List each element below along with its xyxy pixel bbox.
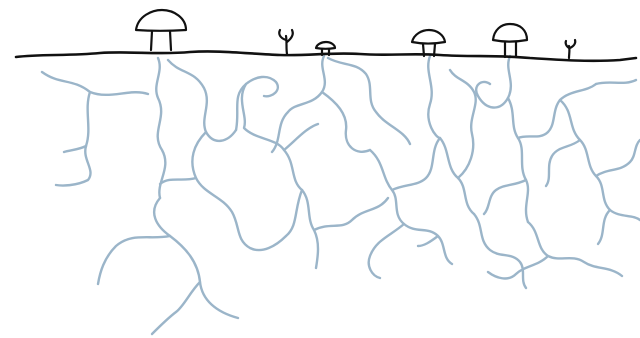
mushroom-large-left [136, 10, 186, 50]
hypha [546, 140, 580, 186]
sprout-leaf [566, 40, 576, 48]
hypha [370, 150, 452, 264]
hypha [428, 56, 474, 214]
mushroom-cap [136, 10, 186, 31]
mushroom-cap [493, 24, 527, 42]
hypha [528, 222, 622, 276]
mushroom-cap [316, 42, 335, 49]
sprout-stem [286, 36, 287, 54]
mushroom-cap [412, 30, 445, 44]
hypha [64, 146, 86, 152]
sprout-right [566, 40, 576, 58]
hypha [286, 190, 302, 236]
hypha [314, 198, 388, 230]
hypha [596, 140, 640, 176]
hypha [518, 84, 596, 138]
mushroom-tall-right [493, 24, 527, 57]
hypha [56, 92, 91, 185]
hypha [508, 98, 528, 222]
hypha [418, 236, 438, 246]
hypha [322, 92, 370, 152]
hypha [156, 58, 165, 198]
mycelium-network [42, 56, 640, 334]
hypha [98, 236, 170, 284]
hypha [476, 56, 511, 108]
hypha [328, 58, 410, 144]
mushroom-medium-right [412, 30, 445, 56]
hypha [596, 80, 636, 84]
hypha [284, 124, 318, 150]
hypha [560, 100, 640, 220]
hypha [484, 180, 526, 214]
hypha [369, 224, 404, 278]
hypha [152, 282, 200, 334]
sprout-left [279, 30, 293, 54]
hypha [598, 210, 610, 244]
ground-line [16, 51, 636, 60]
mushroom-stem [151, 31, 171, 50]
hypha [450, 70, 476, 178]
hypha [168, 60, 236, 141]
hypha [154, 198, 238, 318]
hypha [242, 84, 302, 190]
mushroom-stem [505, 42, 516, 57]
hypha [192, 132, 286, 250]
hypha [42, 72, 148, 95]
hypha [392, 138, 440, 190]
hypha [160, 178, 196, 184]
